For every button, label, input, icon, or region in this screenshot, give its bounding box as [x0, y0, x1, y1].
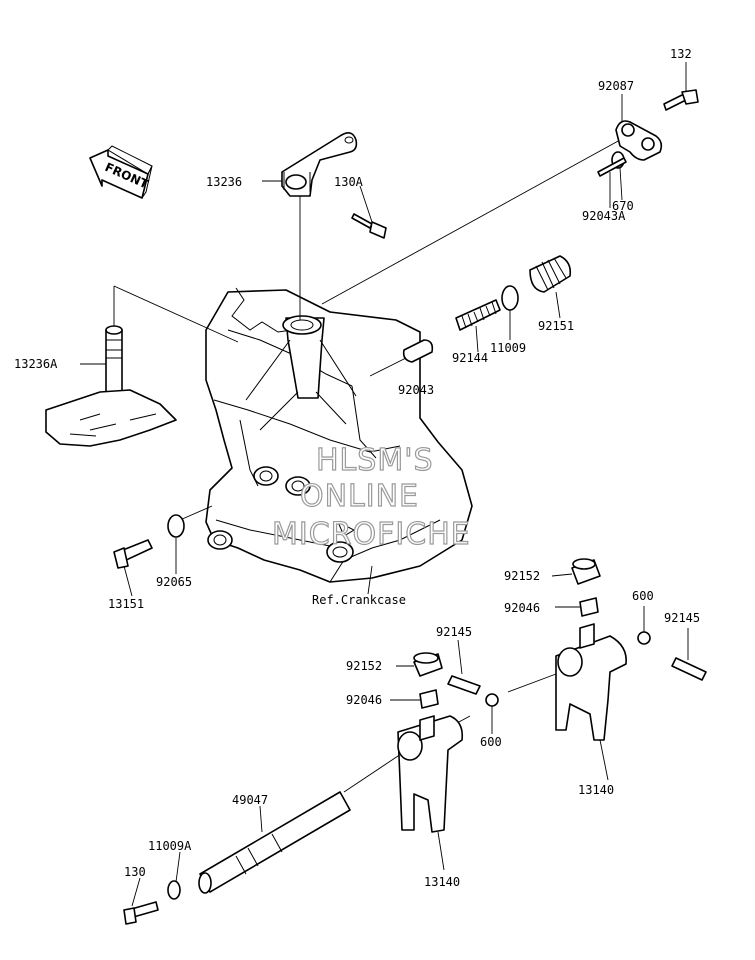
part-label: 92145: [436, 625, 472, 639]
bolt-132: [663, 89, 699, 111]
spring-92144: [455, 299, 501, 331]
washer-axis-line: [179, 505, 213, 521]
pin-axis-line: [369, 357, 407, 377]
ball-600-upper: [637, 631, 651, 645]
leader-lines: [80, 62, 689, 907]
part-label: 132: [670, 47, 692, 61]
ball-axis-line: [507, 673, 557, 693]
roller-92046-lower: [419, 689, 439, 709]
part-label: 670: [612, 199, 634, 213]
part-label: 92152: [504, 569, 540, 583]
part-label: 92043A: [582, 209, 626, 223]
front-arrow-icon: FRONT: [89, 145, 153, 199]
part-labels: 132 92087 13236 130A 670 92043A 92151 92…: [14, 47, 700, 889]
part-label: 92043: [398, 383, 434, 397]
collar-92152-upper-top: [572, 558, 596, 570]
roller-92046-upper: [579, 597, 599, 617]
part-label: 92152: [346, 659, 382, 673]
part-label: 11009: [490, 341, 526, 355]
washer-11009: [501, 285, 519, 311]
holder-92151: [529, 255, 572, 293]
shift-lever-13236: [281, 132, 358, 197]
part-label: 11009A: [148, 839, 192, 853]
part-label: 92145: [664, 611, 700, 625]
pin-92043a: [597, 157, 627, 177]
spring-92145-right: [671, 657, 707, 681]
crankcase-housing: [205, 287, 473, 583]
shift-fork-13140-upper: [555, 623, 627, 741]
part-label: 92046: [504, 601, 540, 615]
watermark-line-3: MICROFICHE: [272, 517, 471, 552]
part-label: 92046: [346, 693, 382, 707]
part-label: 600: [480, 735, 502, 749]
watermark-line-1: HLSM'S: [316, 443, 434, 478]
part-label: 49047: [232, 793, 268, 807]
shift-rod-49047: [198, 791, 351, 894]
washer-11009a: [167, 880, 181, 900]
part-label: 92144: [452, 351, 488, 365]
ref-crankcase-label: Ref.Crankcase: [312, 593, 406, 607]
shaft-fork-axis: [343, 751, 405, 793]
part-label: 13236A: [14, 357, 58, 371]
watermark-line-2: ONLINE: [300, 479, 419, 514]
part-label: 13140: [578, 783, 614, 797]
shaft-axis-line-2: [113, 285, 239, 343]
bracket-92087: [615, 120, 663, 161]
ball-600-lower: [485, 693, 499, 707]
part-label: 13236: [206, 175, 242, 189]
part-label: 130A: [334, 175, 364, 189]
part-label: 130: [124, 865, 146, 879]
washer-92065: [167, 514, 185, 538]
part-label: 92065: [156, 575, 192, 589]
part-label: 13140: [424, 875, 460, 889]
collar-92152-lower-top: [413, 652, 439, 664]
part-label: 92087: [598, 79, 634, 93]
part-label: 92151: [538, 319, 574, 333]
part-label: 600: [632, 589, 654, 603]
part-label: 13151: [108, 597, 144, 611]
spring-92145-left: [447, 675, 481, 695]
bolt-130a: [351, 213, 387, 239]
bolt-axis-line: [321, 139, 621, 305]
bolt-13151: [113, 539, 153, 569]
watermark: HLSM'S ONLINE MICROFICHE: [271, 442, 471, 552]
bolt-130: [123, 901, 159, 925]
shift-shaft-13236a: [45, 325, 177, 447]
shift-fork-13140-lower: [397, 715, 464, 833]
pin-92043: [402, 339, 434, 363]
